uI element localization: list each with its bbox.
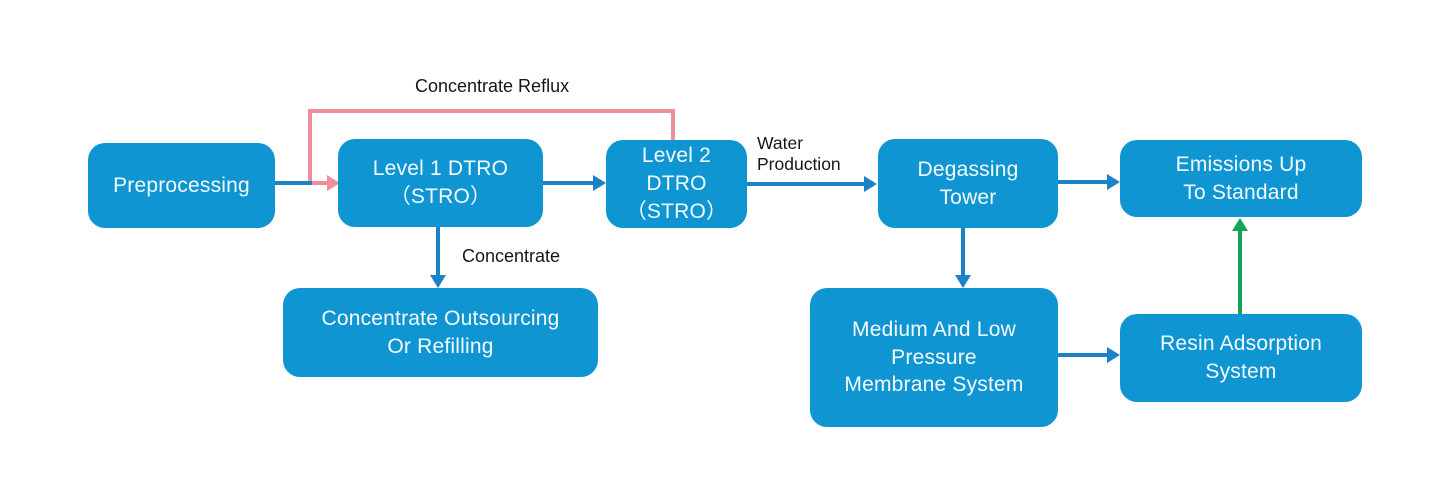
node-concentrate-outsourcing: Concentrate Outsourcing Or Refilling	[283, 288, 598, 377]
arrowhead-degassing-to-emissions-icon	[1107, 174, 1120, 190]
reflux-line-top	[308, 109, 675, 113]
line-preprocessing-to-level1	[275, 181, 316, 185]
label-concentrate-reflux: Concentrate Reflux	[415, 76, 570, 96]
reflux-arrowhead-icon	[327, 175, 340, 191]
arrowhead-level2-to-degassing-icon	[864, 176, 877, 192]
line-level1-to-concentrate	[436, 227, 440, 276]
reflux-line-left	[308, 109, 312, 185]
line-degassing-to-emissions	[1058, 180, 1107, 184]
arrowhead-level1-to-concentrate-icon	[430, 275, 446, 288]
line-membrane-to-resin	[1058, 353, 1107, 357]
arrowhead-level1-to-level2-icon	[593, 175, 606, 191]
node-level2-dtro: Level 2 DTRO （STRO）	[606, 140, 747, 228]
label-water-production: Water Production	[757, 133, 841, 174]
node-resin-adsorption: Resin Adsorption System	[1120, 314, 1362, 402]
reflux-line-right	[671, 111, 675, 140]
node-emissions-up-to-standard: Emissions Up To Standard	[1120, 140, 1362, 217]
node-preprocessing: Preprocessing	[88, 143, 275, 228]
arrowhead-membrane-to-resin-icon	[1107, 347, 1120, 363]
reflux-line-inbound	[312, 181, 328, 185]
line-level1-to-level2	[543, 181, 594, 185]
node-membrane-system: Medium And Low Pressure Membrane System	[810, 288, 1058, 427]
arrowhead-resin-to-emissions-icon	[1232, 218, 1248, 231]
node-degassing-tower: Degassing Tower	[878, 139, 1058, 228]
line-level2-to-degassing	[747, 182, 864, 186]
line-resin-to-emissions	[1238, 229, 1242, 314]
node-level1-dtro: Level 1 DTRO （STRO）	[338, 139, 543, 227]
arrowhead-degassing-to-membrane-icon	[955, 275, 971, 288]
label-concentrate: Concentrate	[462, 246, 561, 266]
line-degassing-to-membrane	[961, 228, 965, 276]
